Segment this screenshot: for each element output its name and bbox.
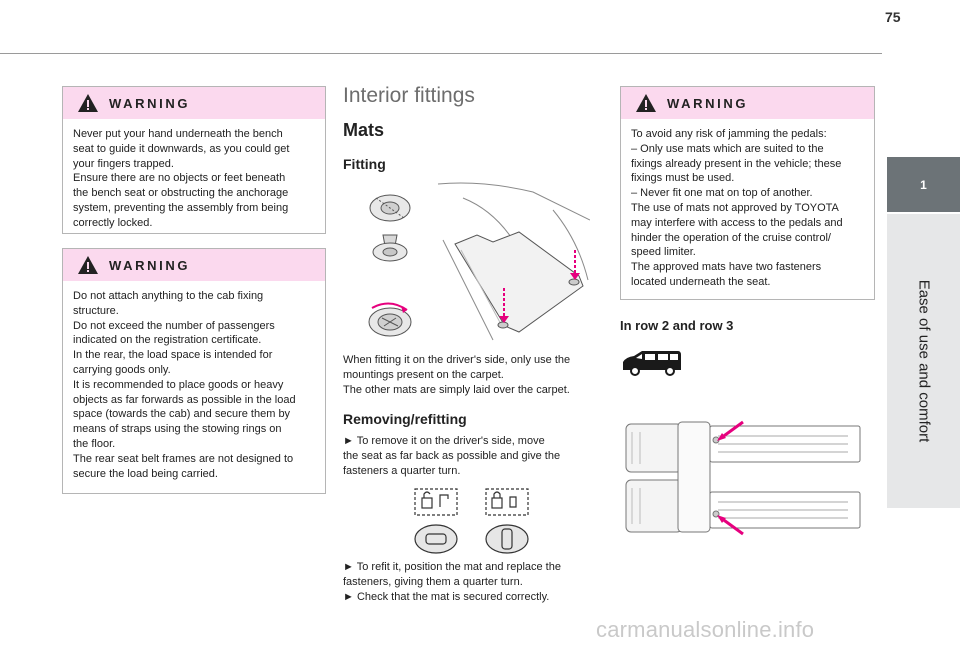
warning-line: It is recommended to place goods or heav…: [73, 378, 284, 391]
removing-text: ► To remove it on the driver's side, mov…: [343, 434, 593, 478]
mat-fitting-illustration: [368, 182, 590, 341]
warning-header: WARNING: [63, 87, 325, 119]
unlock-icon: [414, 488, 458, 554]
chapter-side-tab[interactable]: Ease of use and comfort: [887, 214, 960, 508]
warning-title: WARNING: [109, 95, 191, 111]
lock-icon: [485, 488, 529, 554]
chapter-tab-marker[interactable]: 1: [887, 157, 960, 212]
refit-line: fasteners, giving them a quarter turn.: [343, 575, 523, 588]
warning-line: The approved mats have two fasteners: [631, 261, 822, 274]
warning-line: fixings must be used.: [631, 172, 735, 185]
warning-box-bench-seat: WARNING Never put your hand underneath t…: [62, 86, 326, 234]
warning-line: secure the load being carried.: [73, 467, 218, 480]
fitting-line: The other mats are simply laid over the …: [343, 383, 570, 396]
warning-text: To avoid any risk of jamming the pedals:…: [621, 119, 874, 298]
warning-line: the floor.: [73, 437, 116, 450]
removing-line: the seat as far back as possible and giv…: [343, 449, 561, 462]
heading-removing: Removing/refitting: [343, 411, 467, 427]
warning-line: The use of mats not approved by TOYOTA: [631, 201, 839, 214]
warning-line: fixings already present in the vehicle; …: [631, 157, 842, 170]
warning-triangle-icon: [78, 256, 98, 274]
warning-box-load-space: WARNING Do not attach anything to the ca…: [62, 248, 326, 494]
heading-mats: Mats: [343, 120, 385, 140]
pink-arrow-icon: [717, 420, 744, 536]
warning-line: system, preventing the assembly from bei…: [73, 201, 289, 214]
warning-line: seat to guide it downwards, as you could…: [73, 142, 290, 155]
warning-line: – Only use mats which are suited to the: [631, 142, 824, 155]
warning-line: indicated on the registration certificat…: [73, 334, 262, 347]
warning-line: In the rear, the load space is intended …: [73, 349, 273, 362]
section-title: Interior fittings: [343, 84, 475, 107]
warning-line: The rear seat belt frames are not design…: [73, 452, 294, 465]
warning-line: Do not exceed the number of passengers: [73, 319, 275, 332]
warning-line: structure.: [73, 304, 119, 317]
warning-title: WARNING: [109, 257, 191, 273]
removing-line: ► To remove it on the driver's side, mov…: [343, 435, 545, 447]
floor-mat-drawing: [437, 182, 590, 341]
fitting-text: When fitting it on the driver's side, on…: [343, 353, 593, 397]
warning-header: WARNING: [63, 249, 325, 281]
warning-line: – Never fit one mat on top of another.: [631, 187, 813, 200]
warning-box-pedals: WARNING To avoid any risk of jamming the…: [620, 86, 875, 300]
fastener-lock-illustration: [414, 488, 529, 554]
header-rule: [0, 53, 882, 54]
warning-line: Do not attach anything to the cab fixing: [73, 290, 264, 302]
refit-line: ► Check that the mat is secured correctl…: [343, 590, 550, 603]
warning-line: carrying goods only.: [73, 363, 171, 376]
warning-line: Never put your hand underneath the bench: [73, 128, 283, 140]
refit-text: ► To refit it, position the mat and repl…: [343, 560, 593, 604]
warning-line: speed limiter.: [631, 246, 696, 259]
warning-line: correctly locked.: [73, 216, 153, 229]
fitting-line: mountings present on the carpet.: [343, 368, 504, 381]
rear-seat-mats-illustration: [625, 420, 861, 536]
warning-text: Never put your hand underneath the bench…: [63, 119, 325, 239]
warning-line: the bench seat or obstructing the anchor…: [73, 187, 289, 200]
heading-rows: In row 2 and row 3: [620, 318, 734, 333]
warning-line: your fingers trapped.: [73, 157, 174, 170]
fastener-closeup-icon: [369, 194, 411, 262]
warning-line: means of straps using the stowing rings …: [73, 423, 282, 436]
heading-fitting: Fitting: [343, 156, 386, 172]
van-icon: [623, 351, 681, 376]
warning-line: objects as far forwards as possible in t…: [73, 393, 296, 406]
warning-text: Do not attach anything to the cab fixing…: [63, 281, 325, 489]
warning-line: To avoid any risk of jamming the pedals:: [631, 128, 827, 140]
removing-line: fasteners a quarter turn.: [343, 464, 461, 477]
pink-arrow-icon: [499, 250, 580, 323]
warning-header: WARNING: [621, 87, 874, 119]
warning-line: hinder the operation of the cruise contr…: [631, 231, 831, 244]
warning-line: located underneath the seat.: [631, 275, 771, 288]
fitting-line: When fitting it on the driver's side, on…: [343, 354, 571, 366]
warning-line: may interfere with access to the pedals …: [631, 216, 843, 229]
warning-triangle-icon: [78, 94, 98, 112]
watermark: carmanualsonline.info: [596, 617, 815, 642]
rear-seat-drawing: [625, 421, 861, 533]
warning-line: space (towards the cab) and secure them …: [73, 408, 291, 421]
refit-line: ► To refit it, position the mat and repl…: [343, 561, 561, 573]
fastener-turn-icon: [368, 302, 412, 337]
chapter-tab-label: Ease of use and comfort: [915, 279, 932, 443]
warning-title: WARNING: [667, 95, 749, 111]
page-number: 75: [885, 9, 901, 25]
warning-line: Ensure there are no objects or feet bene…: [73, 172, 286, 185]
warning-triangle-icon: [636, 94, 656, 112]
